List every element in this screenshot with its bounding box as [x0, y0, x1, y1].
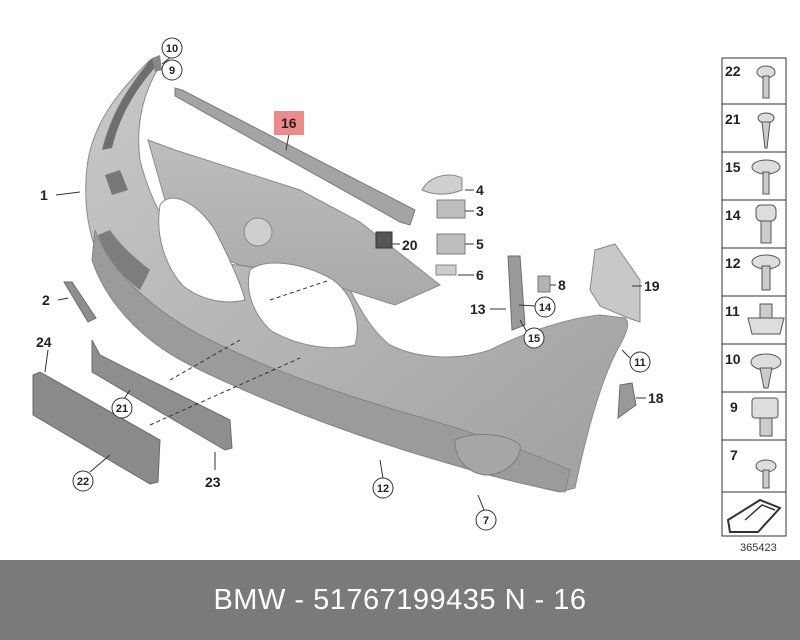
callout-10: 10 [166, 43, 178, 55]
legend-label-10: 10 [725, 351, 741, 367]
leader-lines [44, 55, 646, 511]
callout-18: 18 [648, 390, 664, 406]
legend-label-15: 15 [725, 159, 741, 175]
callout-5: 5 [476, 236, 484, 252]
guide-lines [149, 279, 331, 426]
plate-holder-part [32, 371, 161, 485]
legend-label-7: 7 [730, 447, 738, 463]
direction-arrow-icon [726, 498, 782, 533]
callout-3: 3 [476, 203, 484, 219]
rivet-icon [755, 459, 777, 489]
fasteners-legend: 22 21 15 14 12 11 10 9 7 [721, 57, 787, 554]
bracket-part-18 [617, 382, 637, 420]
callout-13: 13 [470, 301, 486, 317]
lower-trim-part [91, 339, 233, 451]
callout-8: 8 [558, 277, 566, 293]
clip-icon [751, 397, 779, 437]
legend-label-11: 11 [725, 303, 740, 319]
clip-part-2 [63, 281, 97, 323]
legend-label-21: 21 [725, 111, 741, 127]
sensor-part-20 [375, 231, 393, 249]
callout-9: 9 [169, 65, 175, 77]
bracket-part-13 [507, 255, 526, 331]
flange-screw-icon [751, 254, 781, 291]
reference-number: 365423 [740, 542, 777, 554]
legend-label-14: 14 [725, 207, 741, 223]
callout-11: 11 [634, 357, 646, 369]
washer-screw-icon [751, 159, 781, 195]
callout-2: 2 [42, 292, 50, 308]
callout-4: 4 [476, 182, 484, 198]
callout-20: 20 [402, 237, 418, 253]
legend-label-9: 9 [730, 399, 738, 415]
callout-24: 24 [36, 334, 52, 350]
callout-1: 1 [40, 187, 48, 203]
legend-label-12: 12 [725, 255, 741, 271]
footer-text: BMW - 51767199435 N - 16 [213, 583, 587, 616]
headlamp-cover-part-4 [421, 174, 463, 195]
expansion-rivet-icon [750, 353, 782, 389]
parts-diagram: 1 2 16 4 3 5 6 20 8 13 19 18 24 23 10 9 … [32, 37, 787, 554]
bracket-part-3 [436, 199, 466, 219]
callout-22: 22 [77, 476, 89, 488]
callouts: 1 2 16 4 3 5 6 20 8 13 19 18 24 23 10 9 … [36, 37, 664, 531]
screw-icon [756, 65, 776, 99]
bracket-part-5 [436, 233, 466, 255]
clip-part-6 [435, 264, 457, 276]
callout-12: 12 [377, 483, 389, 495]
highlight-box-16 [274, 111, 304, 135]
callout-7: 7 [483, 515, 489, 527]
legend-label-22: 22 [725, 63, 741, 79]
bumper-carrier [147, 139, 441, 349]
clip-nut-icon [747, 303, 785, 335]
callout-19: 19 [644, 278, 660, 294]
bracket-part-19 [589, 243, 641, 323]
callout-6: 6 [476, 267, 484, 283]
flat-screw-icon [757, 112, 775, 149]
callout-15: 15 [528, 333, 540, 345]
upper-strip-part [174, 87, 416, 226]
clip-part-8 [537, 275, 551, 293]
bolt-icon [755, 204, 777, 244]
callout-16: 16 [281, 115, 297, 131]
footer-bar: BMW - 51767199435 N - 16 [0, 560, 800, 640]
callout-23: 23 [205, 474, 221, 490]
rivet-part-10 [152, 55, 162, 72]
callout-14: 14 [539, 302, 552, 314]
callout-21: 21 [116, 403, 128, 415]
